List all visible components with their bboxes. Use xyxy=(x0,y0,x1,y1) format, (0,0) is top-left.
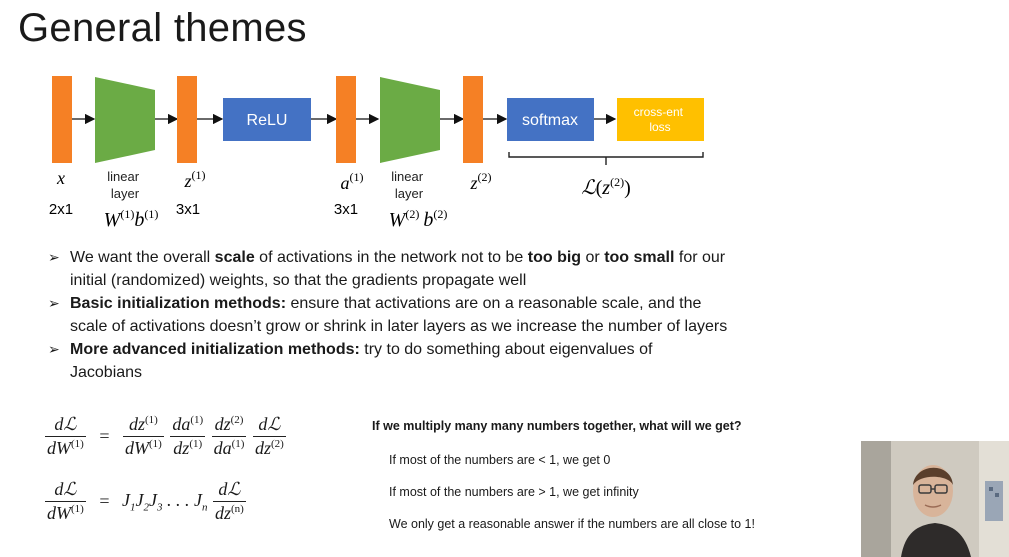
z2-symbol: z(2) xyxy=(469,170,491,193)
bullet-advanced-init: ➢ More advanced initialization methods: … xyxy=(48,338,728,384)
z2-vector-block xyxy=(463,76,483,163)
loss-label: cross-ent loss xyxy=(634,105,687,134)
notes-line-1: If most of the numbers are < 1, we get 0 xyxy=(389,453,611,467)
linear-layer-1-params: W(1)b(1) xyxy=(104,207,159,231)
a1-dimension: 3x1 xyxy=(334,201,358,218)
z1-dimension: 3x1 xyxy=(176,201,200,218)
bullet-scale: ➢ We want the overall scale of activatio… xyxy=(48,246,728,292)
notes-question: If we multiply many many numbers togethe… xyxy=(372,419,742,433)
arrowhead-bullet-icon: ➢ xyxy=(48,249,60,265)
loss-block xyxy=(617,98,704,141)
loss-expression: ℒ(z(2)) xyxy=(581,175,631,199)
a1-vector-block xyxy=(336,76,356,163)
notes-line-2: If most of the numbers are > 1, we get i… xyxy=(389,485,639,499)
x-vector-block xyxy=(52,76,72,163)
loss-brace xyxy=(508,152,704,165)
bullet-list: ➢ We want the overall scale of activatio… xyxy=(48,246,728,384)
presenter-webcam xyxy=(861,441,1009,557)
linear-layer-2-block xyxy=(380,77,440,163)
bullet-basic-init: ➢ Basic initialization methods: ensure t… xyxy=(48,292,728,338)
linear-layer-1-block xyxy=(95,77,155,163)
arrowhead-bullet-icon: ➢ xyxy=(48,341,60,357)
arrowhead-bullet-icon: ➢ xyxy=(48,295,60,311)
linear-layer-1-label: linear layer xyxy=(107,169,142,201)
slide-title: General themes xyxy=(18,6,307,50)
notes-line-3: We only get a reasonable answer if the n… xyxy=(389,517,755,531)
linear-layer-2-label: linear layer xyxy=(391,169,426,201)
x-dimension: 2x1 xyxy=(49,201,73,218)
relu-block xyxy=(223,98,311,141)
linear-layer-2-params: W(2)b(2) xyxy=(389,207,448,231)
z1-symbol: z(1) xyxy=(183,168,205,191)
presenter-video-icon xyxy=(861,441,1009,557)
softmax-label: softmax xyxy=(522,112,578,129)
network-diagram: ReLU softmax cross-ent loss x 2x1 linear… xyxy=(49,76,704,231)
relu-label: ReLU xyxy=(247,112,288,129)
a1-symbol: a(1) xyxy=(341,170,364,193)
x-symbol: x xyxy=(56,168,65,188)
z1-vector-block xyxy=(177,76,197,163)
softmax-block xyxy=(507,98,594,141)
